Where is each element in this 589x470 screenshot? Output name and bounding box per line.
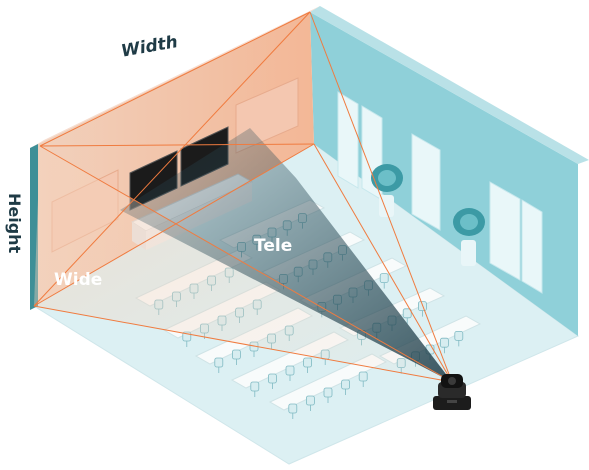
chair [231,349,241,360]
chair [454,330,464,341]
chair [214,357,224,368]
chair [323,387,333,398]
chair [379,273,389,284]
tele-fov-cone [120,128,452,382]
chair [285,365,295,376]
back-wall-top-edge [34,6,320,146]
right-wall-top-edge [310,6,589,164]
height-label: Height [5,193,24,254]
chair [288,403,298,414]
plant-icon [371,164,485,266]
fov-lines [33,11,453,383]
chair [358,371,368,382]
tele-label: Tele [254,236,293,256]
wide-label: Wide [54,270,103,290]
chair [439,337,449,348]
chair [303,357,313,368]
chair [341,379,351,390]
chair [305,395,315,406]
chair [267,373,277,384]
chair [250,381,260,392]
ptz-camera-icon [433,374,471,410]
